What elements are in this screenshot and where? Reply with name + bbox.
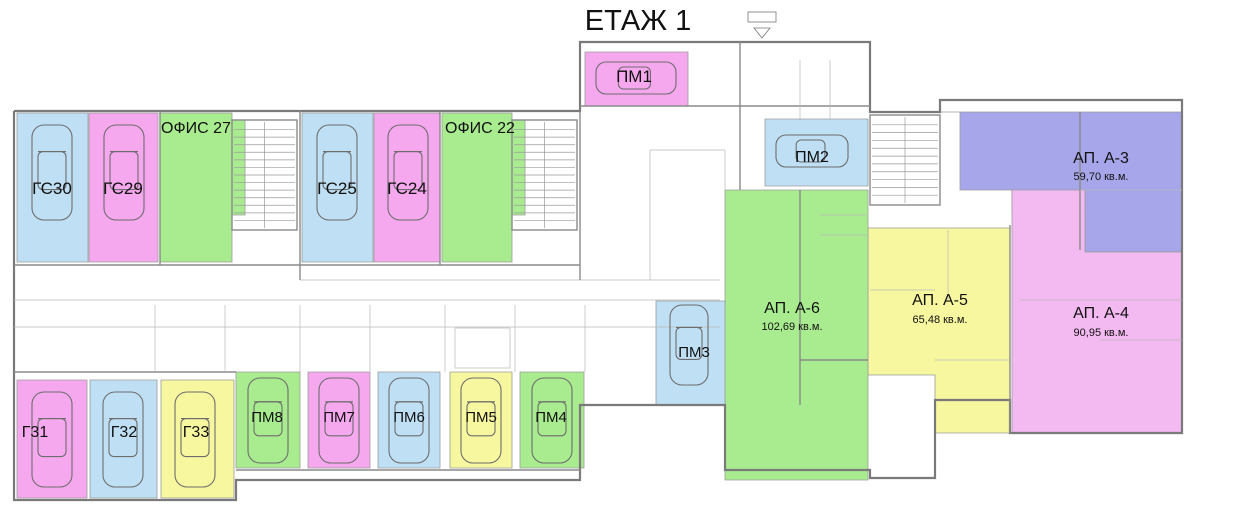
unit-area-ap_a4: 90,95 кв.м. bbox=[1074, 327, 1129, 339]
unit-label-pm3: ПМ3 bbox=[678, 344, 710, 361]
entrance-marker-icon bbox=[747, 11, 777, 39]
unit-zones bbox=[16, 51, 1183, 499]
car-icon bbox=[174, 391, 216, 488]
unit-label-office22: ОФИС 22 bbox=[445, 120, 515, 137]
unit-label-ap_a6: АП. А-6 bbox=[764, 300, 820, 317]
unit-zone-g33 bbox=[160, 379, 235, 499]
unit-label-gs24: ГС24 bbox=[387, 179, 427, 198]
unit-zone-g32 bbox=[89, 379, 158, 499]
car-icon bbox=[247, 377, 289, 464]
car-icon bbox=[31, 391, 73, 488]
unit-label-pm7: ПМ7 bbox=[323, 409, 355, 426]
stair-core-middle bbox=[511, 119, 578, 231]
building-outline bbox=[12, 40, 1184, 502]
unit-label-gs25: ГС25 bbox=[317, 179, 357, 198]
unit-zone-pm5 bbox=[449, 371, 513, 469]
car-icon bbox=[531, 377, 573, 464]
unit-zone-ap_a6 bbox=[724, 189, 869, 481]
stair-core-right bbox=[869, 114, 941, 206]
car-icon bbox=[103, 124, 145, 221]
unit-label-pm4: ПМ4 bbox=[535, 409, 567, 426]
car-icon bbox=[31, 124, 73, 221]
car-icon bbox=[316, 124, 358, 221]
unit-label-gs30: ГС30 bbox=[32, 179, 72, 198]
apartment-partitions bbox=[799, 112, 1182, 433]
unit-zone-g31 bbox=[16, 379, 88, 499]
unit-label-pm6: ПМ6 bbox=[393, 409, 425, 426]
unit-label-pm2: ПМ2 bbox=[795, 149, 829, 166]
car-icon bbox=[318, 377, 360, 464]
unit-label-ap_a5: АП. А-5 bbox=[912, 292, 968, 309]
car-outlines bbox=[31, 61, 849, 488]
car-icon bbox=[595, 61, 677, 95]
unit-zone-office22 bbox=[441, 112, 526, 263]
car-icon bbox=[388, 377, 430, 464]
unit-area-ap_a3: 59,70 кв.м. bbox=[1074, 171, 1129, 183]
car-icon bbox=[387, 124, 429, 221]
unit-label-gs29: ГС29 bbox=[103, 179, 143, 198]
unit-label-ap_a3: АП. А-3 bbox=[1073, 150, 1129, 167]
unit-zone-ap_a5 bbox=[867, 227, 1011, 434]
unit-label-g32: Г32 bbox=[111, 424, 138, 441]
unit-zone-gs29 bbox=[88, 112, 159, 263]
unit-label-pm5: ПМ5 bbox=[465, 409, 497, 426]
car-icon bbox=[775, 134, 849, 168]
unit-zone-pm4 bbox=[519, 371, 585, 469]
car-icon bbox=[460, 377, 502, 464]
unit-zone-gs25 bbox=[301, 112, 374, 263]
unit-area-ap_a6: 102,69 кв.м. bbox=[761, 321, 822, 333]
unit-label-pm8: ПМ8 bbox=[251, 409, 283, 426]
unit-zone-pm6 bbox=[377, 371, 441, 469]
unit-label-g33: Г33 bbox=[183, 424, 210, 441]
unit-label-g31: Г31 bbox=[22, 424, 49, 441]
plan-title: ЕТАЖ 1 bbox=[585, 5, 691, 37]
unit-label-ap_a4: АП. А-4 bbox=[1073, 305, 1129, 322]
unit-zone-office27 bbox=[159, 112, 246, 263]
unit-zone-gs30 bbox=[16, 112, 89, 263]
unit-zone-pm8 bbox=[235, 371, 301, 469]
stair-core-left bbox=[231, 119, 298, 231]
car-icon bbox=[102, 391, 144, 488]
unit-zone-pm7 bbox=[307, 371, 371, 469]
car-icon bbox=[669, 304, 709, 386]
unit-area-ap_a5: 65,48 кв.м. bbox=[913, 314, 968, 326]
unit-label-office27: ОФИС 27 bbox=[161, 120, 231, 137]
unit-label-pm1: ПМ1 bbox=[616, 67, 652, 86]
